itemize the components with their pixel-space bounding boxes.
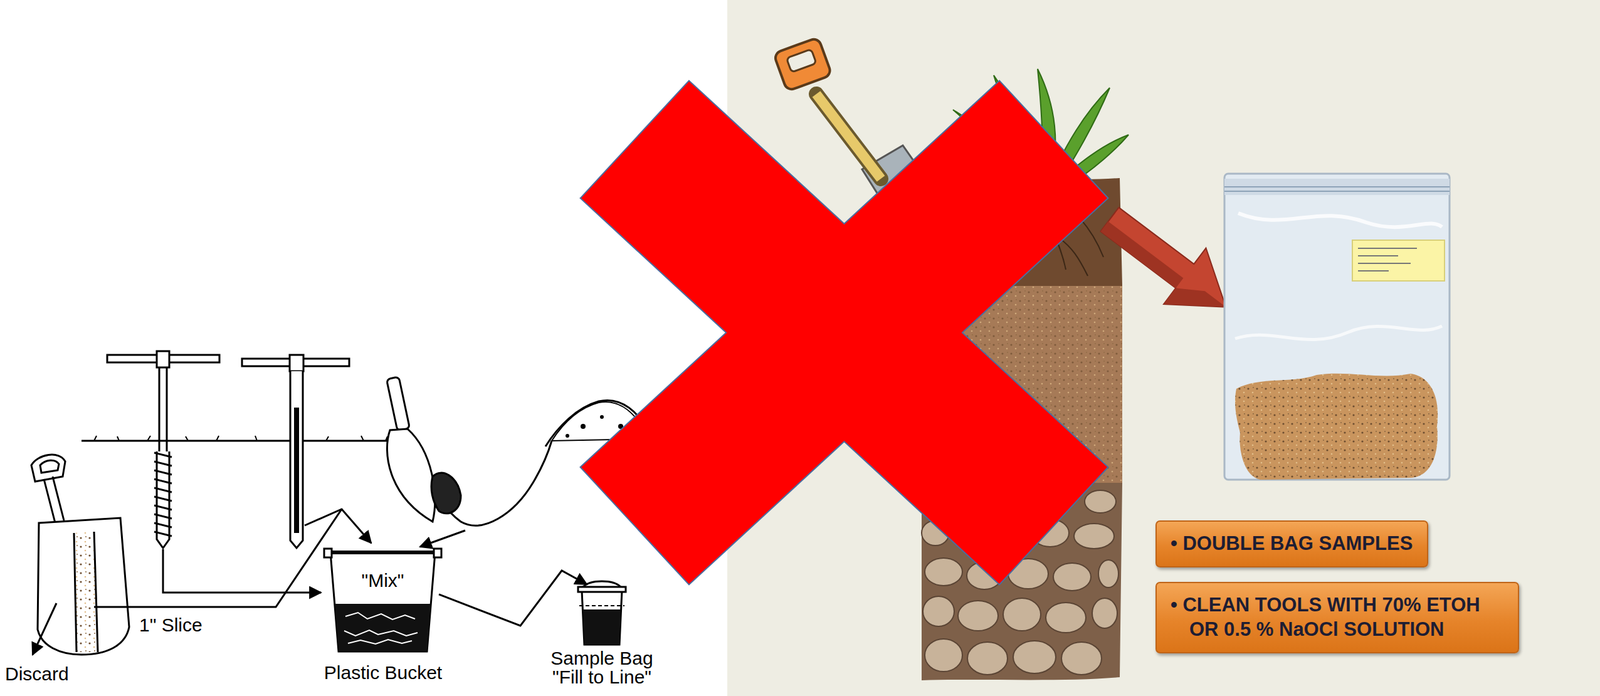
dimension-label: 1" Slice bbox=[139, 614, 203, 636]
bag-caption: Sample Bag "Fill to Line" bbox=[542, 648, 662, 687]
shovel bbox=[31, 454, 130, 655]
bucket-outline bbox=[326, 546, 439, 654]
trowel bbox=[386, 376, 461, 522]
plastic-bucket: "Mix"Plastic Bucket bbox=[326, 546, 439, 654]
flow-arrow bbox=[438, 570, 587, 626]
soil-probe bbox=[242, 354, 350, 548]
red-arrow bbox=[1088, 191, 1248, 335]
bag-outline bbox=[576, 581, 627, 646]
tip-text: • CLEAN TOOLS WITH 70% ETOH OR 0.5 % NaO… bbox=[1170, 593, 1505, 643]
tip-box: • DOUBLE BAG SAMPLES bbox=[1155, 520, 1429, 568]
screw-auger bbox=[107, 351, 220, 548]
bucket-label: "Mix" bbox=[326, 569, 439, 591]
tip-text: • DOUBLE BAG SAMPLES bbox=[1170, 531, 1414, 557]
part-label: Discard bbox=[5, 663, 69, 685]
sample-bag: Sample Bag "Fill to Line" bbox=[576, 581, 627, 646]
tip-box: • CLEAN TOOLS WITH 70% ETOH OR 0.5 % NaO… bbox=[1155, 581, 1520, 654]
bucket-caption: Plastic Bucket bbox=[289, 662, 478, 683]
ziplock-bag bbox=[1224, 173, 1450, 480]
flow-lines bbox=[32, 509, 466, 655]
red-cross bbox=[581, 81, 1108, 584]
